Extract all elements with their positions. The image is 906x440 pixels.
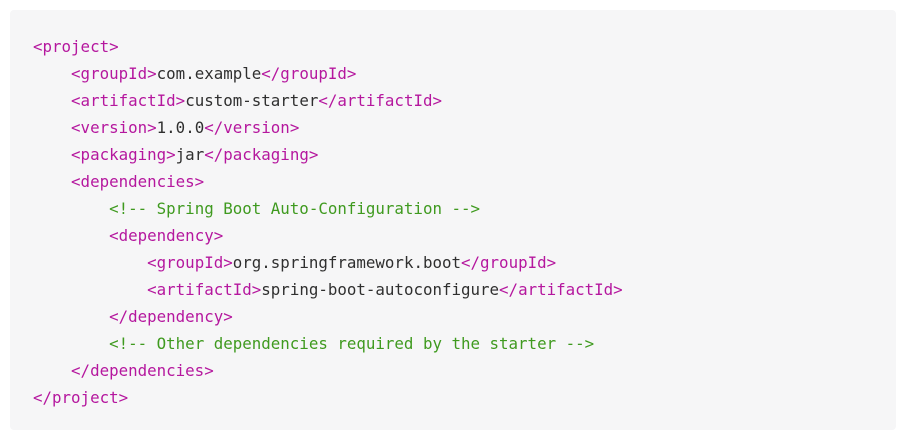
xml-value: com.example [156,64,262,83]
code-indent [33,64,71,83]
code-line: <!-- Other dependencies required by the … [33,330,896,357]
code-block: <project> <groupId>com.example</groupId>… [10,10,896,430]
xml-tag: </groupId> [261,64,357,83]
xml-tag: <groupId> [147,253,233,272]
xml-comment: <!-- Spring Boot Auto-Configuration --> [109,199,481,218]
xml-tag: </groupId> [461,253,557,272]
xml-value: spring-boot-autoconfigure [261,280,500,299]
xml-tag: <artifactId> [71,91,186,110]
xml-tag: <dependency> [109,226,224,245]
code-line: <dependency> [33,222,896,249]
code-indent [33,199,109,218]
code-line: </dependency> [33,303,896,330]
xml-tag: </packaging> [204,145,319,164]
code-line: <groupId>org.springframework.boot</group… [33,249,896,276]
code-indent [33,226,109,245]
xml-value: custom-starter [185,91,319,110]
xml-value: jar [175,145,205,164]
code-line: </dependencies> [33,357,896,384]
code-indent [33,361,71,380]
code-line: <artifactId>spring-boot-autoconfigure</a… [33,276,896,303]
code-line: <packaging>jar</packaging> [33,141,896,168]
code-indent [33,172,71,191]
xml-value: org.springframework.boot [232,253,462,272]
code-indent [33,91,71,110]
code-indent [33,145,71,164]
code-lines: <project> <groupId>com.example</groupId>… [33,33,896,411]
xml-tag: <dependencies> [71,172,205,191]
code-indent [33,118,71,137]
xml-value: 1.0.0 [156,118,205,137]
code-line: <dependencies> [33,168,896,195]
xml-tag: </dependency> [109,307,233,326]
xml-tag: <groupId> [71,64,157,83]
code-line: </project> [33,384,896,411]
xml-comment: <!-- Other dependencies required by the … [109,334,595,353]
code-indent [33,307,109,326]
code-line: <groupId>com.example</groupId> [33,60,896,87]
code-line: <version>1.0.0</version> [33,114,896,141]
xml-tag: <artifactId> [147,280,262,299]
xml-tag: <packaging> [71,145,176,164]
code-line: <artifactId>custom-starter</artifactId> [33,87,896,114]
code-indent [33,253,147,272]
xml-tag: </artifactId> [318,91,442,110]
xml-tag: <project> [33,37,119,56]
xml-tag: </artifactId> [499,280,623,299]
code-line: <project> [33,33,896,60]
xml-tag: </dependencies> [71,361,214,380]
xml-tag: <version> [71,118,157,137]
xml-tag: </version> [204,118,300,137]
code-indent [33,280,147,299]
code-line: <!-- Spring Boot Auto-Configuration --> [33,195,896,222]
code-indent [33,334,109,353]
xml-tag: </project> [33,388,129,407]
